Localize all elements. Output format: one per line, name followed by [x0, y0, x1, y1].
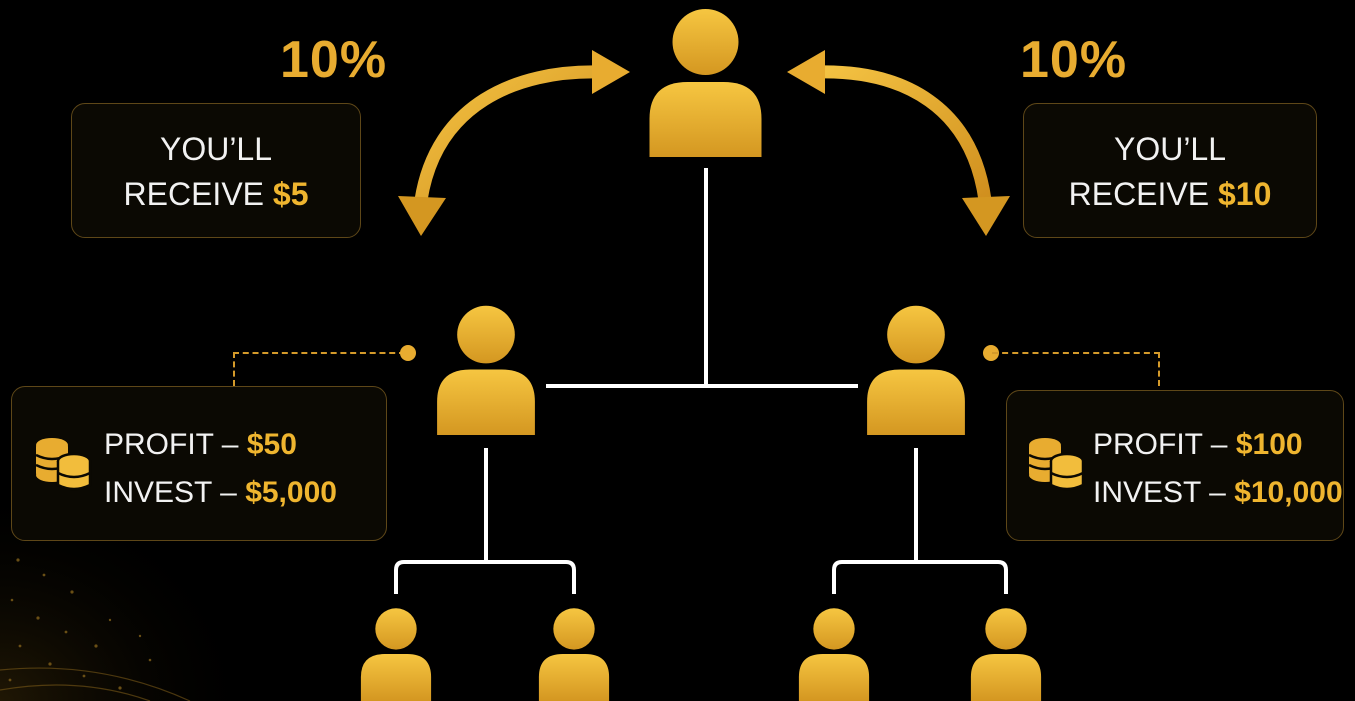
decor-dots — [8, 558, 152, 690]
percent-right: 10% — [1020, 31, 1128, 89]
person-bottom-3-icon — [798, 608, 870, 701]
invest-label-right: INVEST – — [1093, 476, 1226, 509]
receive-amount-right: $10 — [1217, 176, 1272, 212]
receive-amount-left: $5 — [272, 176, 309, 212]
person-bottom-1-icon — [360, 608, 432, 701]
invest-label-left: INVEST – — [104, 476, 237, 509]
person-mid-right-icon — [867, 305, 965, 435]
coins-icon — [1028, 438, 1085, 491]
invest-value-right: $10,000 — [1234, 476, 1343, 509]
stats-box-right: PROFIT – $100 INVEST – $10,000 — [1006, 390, 1344, 541]
tree-lines — [394, 168, 1008, 594]
coins-icon — [35, 438, 92, 491]
percent-left: 10% — [280, 31, 388, 89]
invest-value-left: $5,000 — [245, 476, 337, 509]
connector-dot-right — [983, 345, 999, 361]
dashed-connector-right — [992, 352, 1160, 354]
person-mid-left-icon — [437, 305, 535, 435]
profit-row-right: PROFIT – $100 — [1093, 421, 1343, 469]
receive-line2-right: RECEIVE $10 — [1024, 172, 1316, 217]
arrow-left — [398, 50, 630, 236]
receive-line1-right: YOU’LL — [1113, 131, 1227, 167]
person-top-icon — [649, 9, 762, 157]
arrow-right — [787, 50, 1010, 236]
profit-value-right: $100 — [1235, 428, 1303, 461]
receive-prefix-left: RECEIVE — [123, 176, 264, 212]
person-bottom-2-icon — [538, 608, 610, 701]
receive-line2-left: RECEIVE $5 — [72, 172, 360, 217]
profit-value-left: $50 — [246, 428, 297, 461]
decor-curves — [0, 667, 191, 701]
invest-row-left: INVEST – $5,000 — [104, 469, 337, 517]
dashed-connector-left — [233, 352, 405, 354]
person-bottom-4-icon — [970, 608, 1042, 701]
profit-label-left: PROFIT – — [104, 428, 239, 461]
receive-box-left: YOU’LL RECEIVE $5 — [71, 103, 361, 238]
connector-dot-left — [400, 345, 416, 361]
profit-label-right: PROFIT – — [1093, 428, 1228, 461]
invest-row-right: INVEST – $10,000 — [1093, 469, 1343, 517]
receive-line1-left: YOU’LL — [159, 131, 273, 167]
receive-prefix-right: RECEIVE — [1068, 176, 1210, 212]
receive-box-right: YOU’LL RECEIVE $10 — [1023, 103, 1317, 238]
dashed-connector-left-vertical — [233, 352, 235, 386]
dashed-connector-right-vertical — [1158, 352, 1160, 386]
profit-row-left: PROFIT – $50 — [104, 421, 337, 469]
stats-box-left: PROFIT – $50 INVEST – $5,000 — [11, 386, 387, 541]
